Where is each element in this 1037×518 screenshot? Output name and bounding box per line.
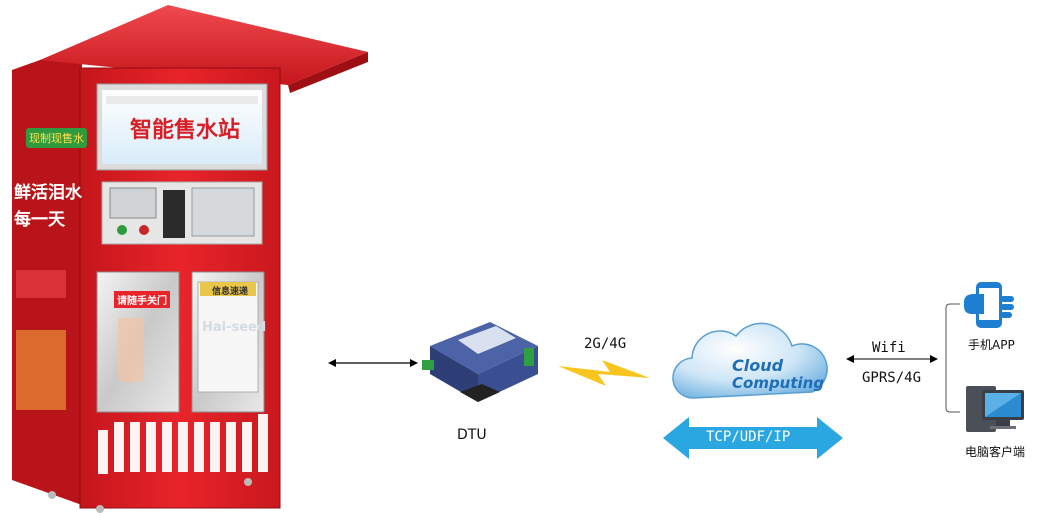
dtu-label: DTU [457,427,487,443]
clients-bracket [945,303,960,413]
cloud-label-2: Computing [732,374,825,392]
phone-app-icon [964,282,1014,328]
side-badge: 现制现售水 [26,128,87,148]
dtu-device-icon [422,322,538,402]
cloud-clients-arrow [846,355,938,363]
water-vending-machine [12,5,368,513]
door-left-label: 请随手关门 [114,291,170,308]
protocol-label: TCP/UDF/IP [706,429,791,445]
cloud-clients-label-bottom: GPRS/4G [862,370,922,386]
brand-slogan-2: 每一天 [14,210,65,230]
cloud-clients-label-top: Wifi [872,340,906,356]
cloud-icon [672,322,828,399]
cloud-label-1: Cloud [732,356,784,375]
wireless-bolt-icon [558,360,650,386]
pc-client-label: 电脑客户端 [965,445,1026,459]
pc-client-icon [966,386,1024,432]
phone-app-label: 手机APP [968,338,1015,352]
door-right-watermark: Hai-seed [202,320,267,335]
protocol-arrow [663,417,843,459]
brand-slogan: 鲜活泪水 [14,183,82,203]
machine-dtu-arrow [328,359,418,367]
door-right-label: 信息速递 [212,287,249,297]
screen-title: 智能售水站 [130,118,241,143]
dtu-cloud-link-label: 2G/4G [584,336,627,352]
